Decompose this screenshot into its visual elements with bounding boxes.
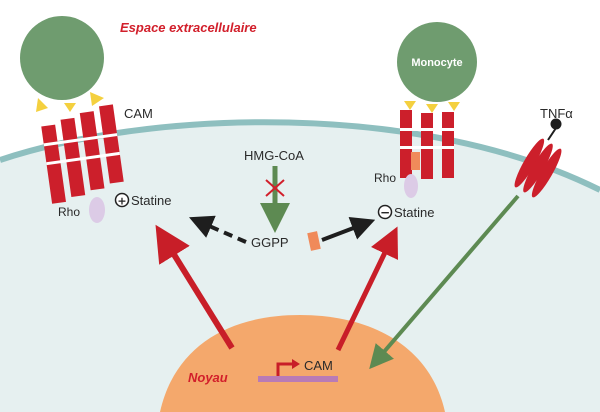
tnf-receptor — [514, 138, 562, 198]
ligand-right-1 — [404, 101, 416, 110]
ligand-right-2 — [426, 104, 438, 113]
minus-sign-icon — [377, 204, 393, 220]
minus-sign-text: − — [380, 206, 390, 220]
ligand-right-3 — [448, 102, 460, 111]
rho-left-label: Rho — [58, 205, 80, 219]
nucleus-to-left-statine-arrow — [155, 224, 235, 350]
rho-right-label: Rho — [374, 171, 396, 185]
tnf-to-nucleus-arrow — [369, 194, 520, 370]
promoter-arrow-icon — [276, 362, 292, 376]
ggpp-marker — [307, 231, 321, 251]
statine-right-label: Statine — [394, 205, 434, 220]
tnf-stalk — [547, 127, 557, 141]
noyau-label: Noyau — [188, 370, 228, 385]
hmg-coa-label: HMG-CoA — [244, 148, 304, 163]
monocyte-left — [20, 16, 104, 100]
tnf-ligand — [550, 118, 562, 130]
cam-gene-label: CAM — [304, 358, 333, 373]
ggpp-to-right-statine-arrow — [321, 217, 376, 242]
ligand-left-1 — [36, 98, 48, 112]
monocyte-label: Monocyte — [411, 57, 462, 69]
tnf-label: TNFα — [540, 106, 573, 121]
ligand-left-3 — [90, 92, 104, 106]
plus-sign-icon — [114, 192, 130, 208]
extracellular-label: Espace extracellulaire — [120, 20, 257, 35]
ggpp-label: GGPP — [251, 235, 289, 250]
nucleus — [160, 315, 445, 412]
ggpp-to-left-statine-arrow — [188, 215, 247, 244]
nucleus-to-right-statine-arrow — [335, 226, 399, 352]
cam-receptor-left — [41, 104, 124, 204]
plus-sign-text: + — [117, 195, 126, 208]
rho-left — [89, 197, 105, 223]
cam-receptor-right — [400, 110, 454, 179]
ggpp-marker-right — [411, 152, 420, 170]
blocked-cross-icon — [265, 179, 285, 197]
rho-right — [404, 174, 418, 198]
cell-cytoplasm — [0, 122, 600, 412]
cam-left-label: CAM — [124, 106, 153, 121]
statine-left-label: Statine — [131, 193, 171, 208]
monocyte-right — [397, 22, 477, 102]
ligand-left-2 — [64, 103, 76, 112]
cam-gene-bar — [258, 376, 338, 382]
promoter-arrow-head — [292, 359, 300, 369]
